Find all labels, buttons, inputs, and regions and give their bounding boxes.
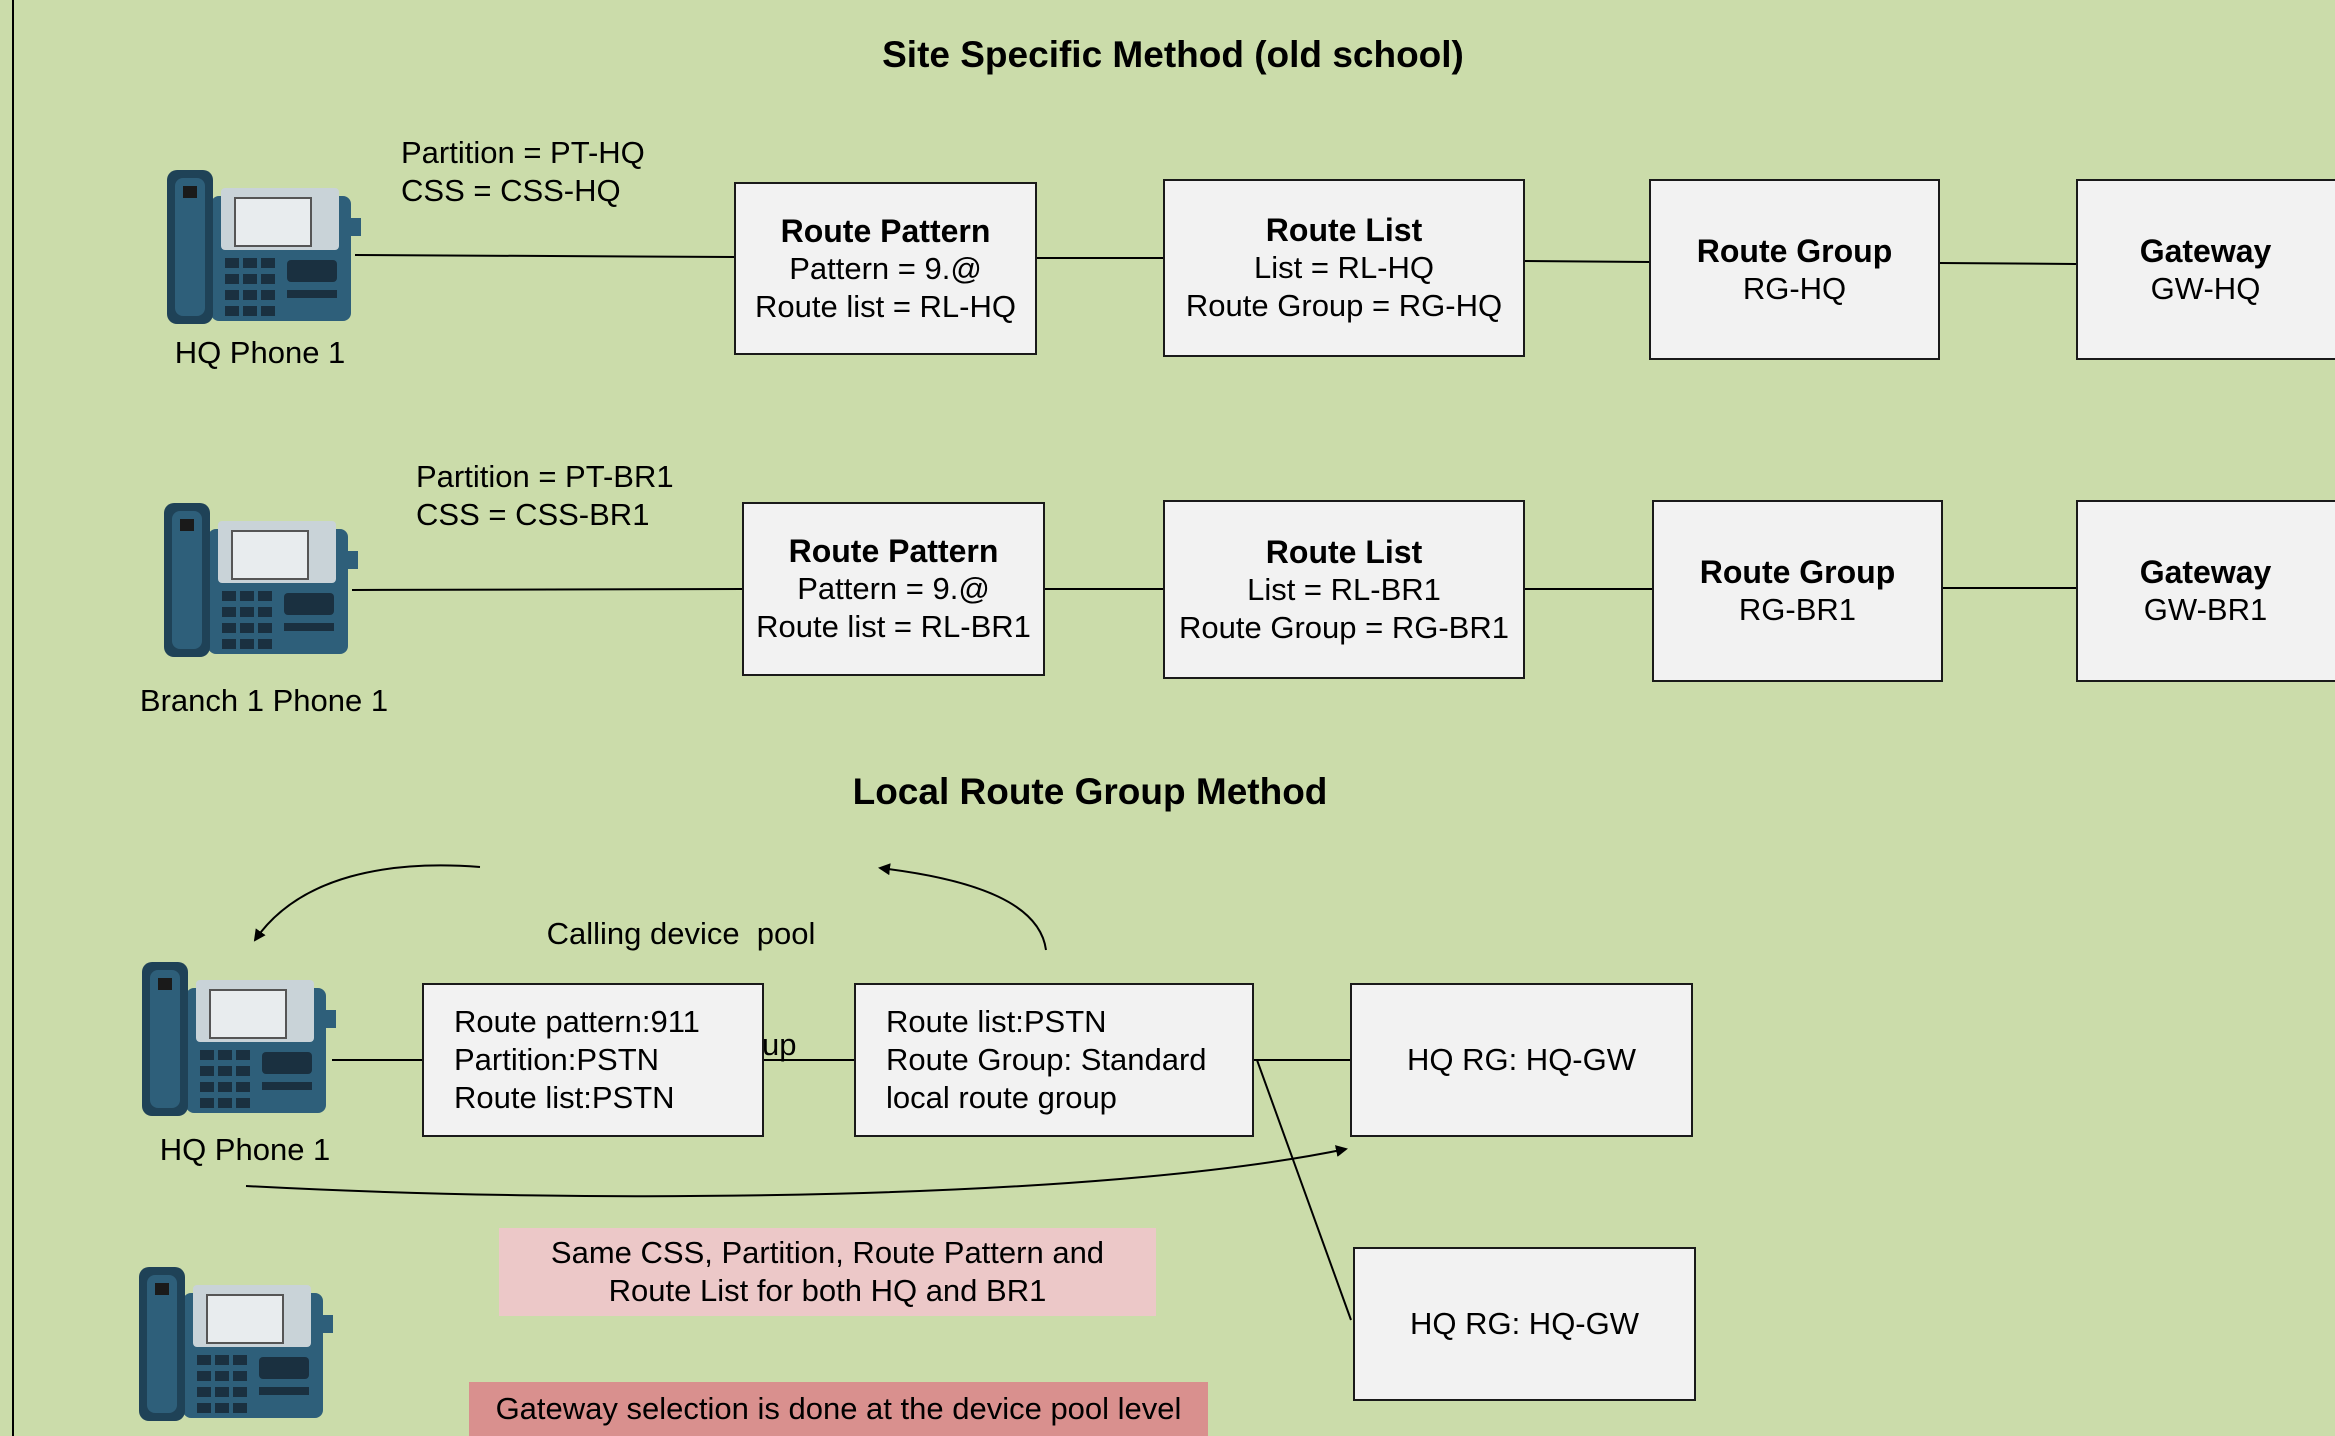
route-list-route-group: Route Group = RG-HQ bbox=[1185, 288, 1503, 323]
gateway-title: Gateway bbox=[2139, 232, 2272, 269]
route-list-title: Route List bbox=[1265, 533, 1423, 570]
ip-phone-icon bbox=[167, 170, 361, 324]
arrow-phone-to-rg bbox=[245, 1145, 1348, 1198]
lrg-route-list-name: Route list:PSTN bbox=[886, 1004, 1107, 1039]
route-list-box-lrg: Route list:PSTN Route Group: Standard lo… bbox=[854, 983, 1254, 1137]
route-pattern-box-br1: Route Pattern Pattern = 9.@ Route list =… bbox=[742, 502, 1045, 676]
gateway-name: GW-HQ bbox=[2150, 270, 2261, 306]
calling-note-line-1: Calling device pool bbox=[546, 916, 816, 951]
route-group-box-br1: Route Group RG-BR1 bbox=[1652, 500, 1943, 682]
connector-hq-list-group bbox=[1523, 260, 1651, 263]
rg-box-2-label: HQ RG: HQ-GW bbox=[1409, 1306, 1640, 1341]
route-list-route-group: Route Group = RG-BR1 bbox=[1179, 609, 1509, 645]
rg-box-1-label: HQ RG: HQ-GW bbox=[1406, 1042, 1637, 1077]
route-list-box-br1: Route List List = RL-BR1 Route Group = R… bbox=[1163, 500, 1525, 679]
ip-phone-icon bbox=[139, 1267, 333, 1421]
gateway-box-br1: Gateway GW-BR1 bbox=[2076, 500, 2335, 682]
route-group-title: Route Group bbox=[1696, 232, 1893, 269]
same-config-note: Same CSS, Partition, Route Pattern and R… bbox=[499, 1228, 1156, 1316]
gateway-selection-note: Gateway selection is done at the device … bbox=[469, 1382, 1208, 1436]
route-pattern-title: Route Pattern bbox=[788, 533, 999, 569]
rg-box-2: HQ RG: HQ-GW bbox=[1353, 1247, 1696, 1401]
connector-hq-phone-pattern bbox=[354, 254, 735, 258]
arrow-to-phone bbox=[253, 864, 481, 942]
ip-phone-icon bbox=[142, 962, 336, 1116]
rg-box-1: HQ RG: HQ-GW bbox=[1350, 983, 1693, 1137]
css-note-hq: CSS = CSS-HQ bbox=[401, 173, 621, 208]
css-note-br1: CSS = CSS-BR1 bbox=[416, 497, 650, 532]
gateway-name: GW-BR1 bbox=[2143, 592, 2268, 627]
phone-label-br1: Branch 1 Phone 1 bbox=[139, 683, 389, 718]
route-pattern-route-list: Route list = RL-BR1 bbox=[756, 609, 1031, 644]
gateway-selection-text: Gateway selection is done at the device … bbox=[495, 1391, 1182, 1426]
heading-local-route-group: Local Route Group Method bbox=[852, 771, 1328, 812]
partition-note-hq: Partition = PT-HQ bbox=[401, 135, 645, 170]
route-list-title: Route List bbox=[1265, 212, 1423, 248]
connector-lrg-list-rg2 bbox=[1256, 1059, 1352, 1321]
ip-phone-icon bbox=[164, 503, 358, 657]
connector-br1-phone-pattern bbox=[351, 588, 743, 591]
lrg-partition: Partition:PSTN bbox=[454, 1042, 660, 1077]
phone-label-lrg-hq: HQ Phone 1 bbox=[159, 1132, 331, 1167]
route-list-list: List = RL-BR1 bbox=[1247, 571, 1441, 607]
gateway-box-hq: Gateway GW-HQ bbox=[2076, 179, 2335, 360]
route-pattern-route-list: Route list = RL-HQ bbox=[754, 288, 1016, 324]
lrg-route-group-cont: local route group bbox=[886, 1080, 1117, 1115]
route-group-name: RG-HQ bbox=[1742, 270, 1847, 306]
gateway-title: Gateway bbox=[2139, 554, 2272, 590]
route-list-box-hq: Route List List = RL-HQ Route Group = RG… bbox=[1163, 179, 1525, 357]
lrg-route-group: Route Group: Standard bbox=[886, 1042, 1207, 1077]
route-pattern-pattern: Pattern = 9.@ bbox=[789, 250, 982, 286]
route-pattern-box-lrg: Route pattern:911 Partition:PSTN Route l… bbox=[422, 983, 764, 1137]
connector-hq-group-gateway bbox=[1938, 262, 2077, 265]
route-group-name: RG-BR1 bbox=[1738, 592, 1857, 627]
route-pattern-pattern: Pattern = 9.@ bbox=[797, 571, 990, 606]
lrg-route-list: Route list:PSTN bbox=[454, 1080, 675, 1115]
route-group-title: Route Group bbox=[1699, 554, 1896, 590]
heading-site-specific: Site Specific Method (old school) bbox=[882, 34, 1464, 75]
same-config-line-1: Same CSS, Partition, Route Pattern and bbox=[550, 1235, 1105, 1270]
phone-label-hq: HQ Phone 1 bbox=[174, 335, 346, 370]
same-config-line-2: Route List for both HQ and BR1 bbox=[608, 1273, 1047, 1308]
route-group-box-hq: Route Group RG-HQ bbox=[1649, 179, 1940, 360]
lrg-route-pattern: Route pattern:911 bbox=[454, 1004, 700, 1039]
route-pattern-title: Route Pattern bbox=[780, 212, 991, 249]
partition-note-br1: Partition = PT-BR1 bbox=[416, 459, 674, 494]
route-pattern-box-hq: Route Pattern Pattern = 9.@ Route list =… bbox=[734, 182, 1037, 355]
arrow-to-note bbox=[878, 863, 1047, 951]
left-border-line bbox=[12, 0, 14, 1436]
route-list-list: List = RL-HQ bbox=[1253, 250, 1435, 285]
